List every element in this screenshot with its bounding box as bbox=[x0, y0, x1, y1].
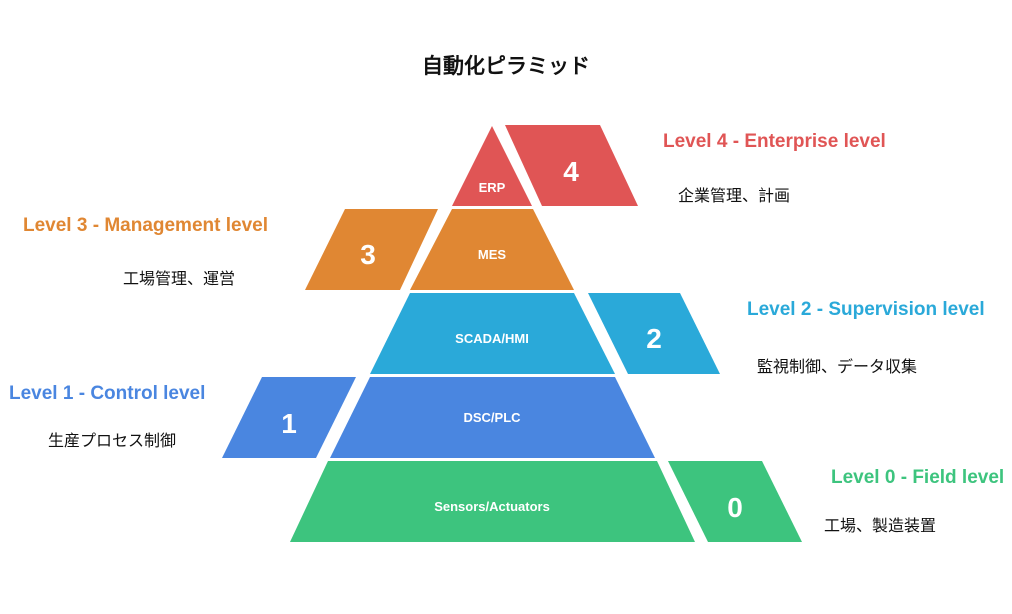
level-3-title: Level 3 - Management level bbox=[23, 215, 268, 236]
pyramid-layer-4 bbox=[452, 126, 532, 206]
layer-label-mes: MES bbox=[478, 247, 507, 262]
level-1-description: 生産プロセス制御 bbox=[48, 431, 177, 450]
level-1-title: Level 1 - Control level bbox=[9, 383, 206, 404]
level-2-description: 監視制御、データ収集 bbox=[757, 357, 918, 376]
pyramid-layer-3 bbox=[410, 209, 574, 290]
level-3-number: 3 bbox=[360, 239, 376, 270]
level-4-title: Level 4 - Enterprise level bbox=[663, 131, 886, 152]
level-4-number: 4 bbox=[563, 156, 579, 187]
layer-label-erp: ERP bbox=[479, 180, 506, 195]
diagram-title: 自動化ピラミッド bbox=[422, 54, 590, 78]
level-1-number: 1 bbox=[281, 408, 297, 439]
level-2-number: 2 bbox=[646, 323, 662, 354]
layer-label-dsc-plc: DSC/PLC bbox=[463, 410, 521, 425]
pyramid-layer-0 bbox=[290, 461, 695, 542]
layer-label-scada-hmi: SCADA/HMI bbox=[455, 331, 529, 346]
level-4-description: 企業管理、計画 bbox=[678, 186, 791, 205]
level-0-title: Level 0 - Field level bbox=[831, 467, 1005, 488]
level-0-number: 0 bbox=[727, 492, 743, 523]
level-0-number-box bbox=[668, 461, 802, 542]
pyramid-layer-2 bbox=[370, 293, 615, 374]
level-2-number-box bbox=[588, 293, 720, 374]
layer-label-sensors-actuators: Sensors/Actuators bbox=[434, 499, 550, 514]
level-4-number-box bbox=[505, 125, 638, 206]
level-0-description: 工場、製造装置 bbox=[824, 516, 937, 535]
level-2-title: Level 2 - Supervision level bbox=[747, 299, 985, 320]
pyramid-layer-1 bbox=[330, 377, 655, 458]
level-3-description: 工場管理、運営 bbox=[123, 269, 236, 288]
level-1-number-box bbox=[222, 377, 356, 458]
level-3-number-box bbox=[305, 209, 438, 290]
